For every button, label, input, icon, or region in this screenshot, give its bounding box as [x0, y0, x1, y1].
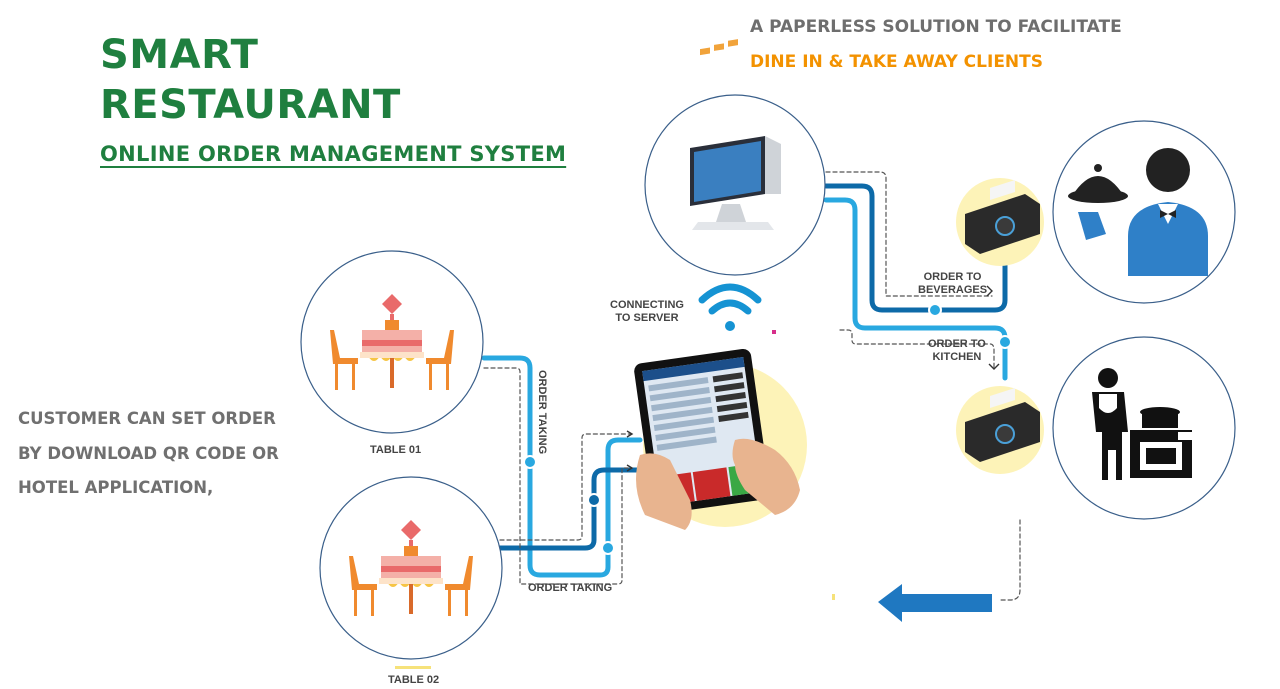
printer-beverages [956, 178, 1044, 266]
flow-line-table1 [481, 355, 643, 578]
chef-node [1052, 336, 1236, 520]
printer-icon [965, 180, 1040, 254]
connecting-server-label: CONNECTING TO SERVER [610, 299, 684, 324]
table2-label: TABLE 02 [388, 674, 440, 686]
tagline-line2: DINE IN & TAKE AWAY CLIENTS [750, 52, 1044, 72]
dot-mark [832, 594, 835, 600]
table1-label: TABLE 01 [370, 444, 422, 456]
page-title: SMART RESTAURANT [100, 32, 401, 128]
chef-icon [1092, 368, 1192, 480]
table2-node [319, 476, 503, 660]
customer-note: CUSTOMER CAN SET ORDER BY DOWNLOAD QR CO… [18, 409, 279, 497]
flow-dash-table2 [499, 433, 631, 541]
table-icon [330, 294, 454, 390]
wifi-icon [698, 283, 762, 331]
flow-marker [601, 541, 615, 555]
table1-node [300, 250, 484, 434]
arrow-left-icon [878, 584, 992, 622]
arrow-head-icon [988, 363, 1000, 370]
flow-dash-return [999, 519, 1021, 601]
order-kitchen-label: ORDER TO KITCHEN [928, 338, 986, 363]
tagline-line1: A PAPERLESS SOLUTION TO FACILITATE [750, 17, 1122, 37]
order-beverages-label: ORDER TO BEVERAGES [918, 271, 988, 296]
arrow-head-icon [986, 285, 993, 297]
hand-icon [636, 453, 692, 530]
flow-marker [587, 493, 601, 507]
flow-dash-table1 [483, 367, 633, 585]
order-taking-label-vertical: ORDER TAKING [536, 370, 548, 455]
table2-label-underline [395, 666, 431, 669]
flow-line-table2 [497, 467, 643, 551]
hand-icon [732, 438, 800, 515]
page-subtitle: ONLINE ORDER MANAGEMENT SYSTEM [100, 142, 567, 166]
printer-kitchen [956, 386, 1044, 474]
table-icon [349, 520, 473, 616]
pos-node [644, 39, 826, 276]
order-taking-label: ORDER TAKING [528, 582, 613, 594]
flow-dash-pos [825, 171, 993, 297]
flow-marker [998, 335, 1012, 349]
flow-line-beverages [823, 183, 1008, 313]
waiter-node [1052, 120, 1236, 304]
flow-marker [523, 455, 537, 469]
waiter-icon [1068, 148, 1208, 276]
printer-icon [965, 388, 1040, 462]
flow-marker [928, 303, 942, 317]
pos-terminal-icon [690, 39, 781, 230]
flow-dash-kitchen [839, 329, 995, 369]
arrow-head-icon [626, 464, 634, 472]
dot-mark [772, 330, 776, 334]
arrow-head-icon [626, 430, 634, 438]
flow-line-kitchen [823, 197, 1008, 381]
tablet-node [634, 348, 807, 530]
